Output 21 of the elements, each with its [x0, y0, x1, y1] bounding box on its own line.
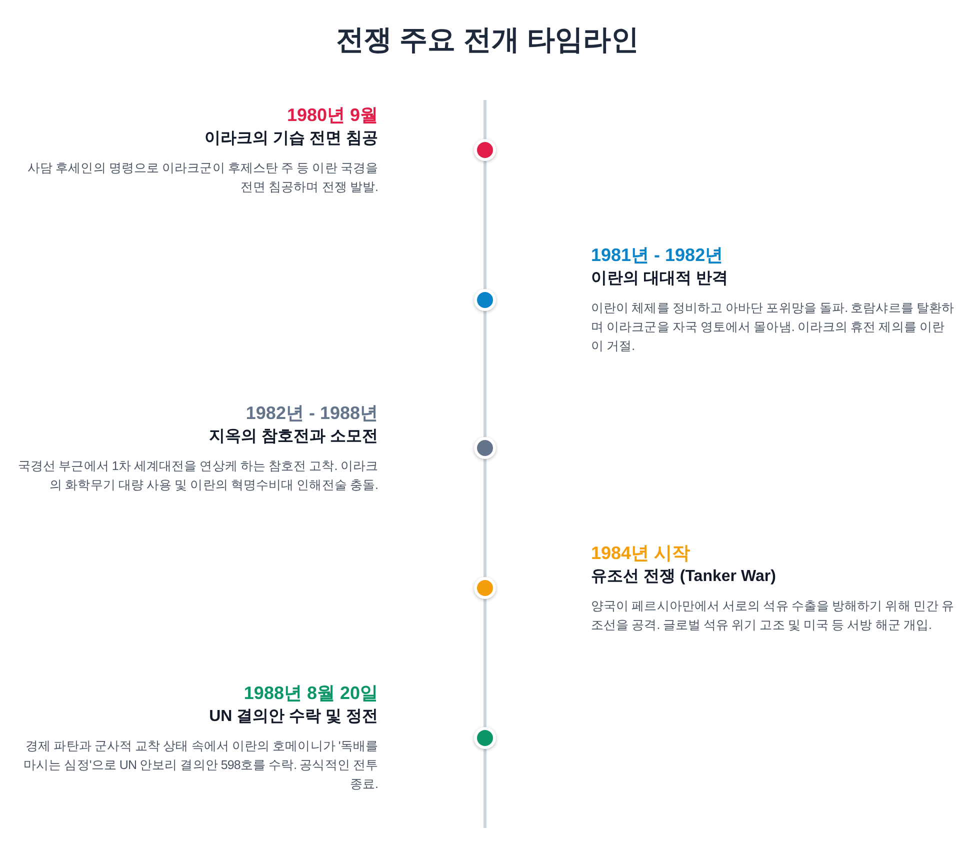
event-title: UN 결의안 수락 및 정전: [208, 707, 378, 727]
event-date: 1982년 - 1988년: [244, 402, 378, 425]
timeline-dot: [474, 437, 496, 459]
page-title: 전쟁 주요 전개 타임라인: [336, 24, 640, 55]
timeline-dot: [474, 577, 496, 599]
event-description: 사담 후세인의 명령으로 이라크군이 후제스탄 주 등 이란 국경을 전면 침공하며 전쟁 발발.: [26, 160, 378, 196]
timeline-dot: [474, 726, 496, 748]
event-title: 이라크의 기습 전면 침공: [204, 129, 378, 149]
timeline-dot: [474, 139, 496, 161]
event-title: 이란의 대대적 반격: [591, 269, 729, 289]
timeline-dot: [474, 288, 496, 310]
event-description: 경제 파탄과 군사적 교착 상태 속에서 이란의 호메이니가 '독배를 마시는 심정'으로 UN 안보리 결의안 598호를 수락. 공식적인 전투 종료.: [22, 738, 378, 793]
event-description: 양국이 페르시아만에서 서로의 석유 수출을 방해하기 위해 민간 유조선을 공격. 글로벌 석유 위기 고조 및 미국 등 서방 해군 개입.: [591, 598, 955, 634]
event-date: 1981년 - 1982년: [591, 244, 724, 267]
event-date: 1980년 9월: [286, 104, 378, 127]
event-description: 이란이 체제를 정비하고 아바단 포위망을 돌파. 호람샤르를 탈환하며 이라크군을 자국 영토에서 몰아냄. 이라크의 휴전 제의를 이란이 거절.: [591, 300, 955, 355]
event-description: 국경선 부근에서 1차 세계대전을 연상케 하는 참호전 고착. 이라크의 화학무기 대량 사용 및 이란의 혁명수비대 인해전술 충돌.: [16, 458, 378, 494]
event-date: 1988년 8월 20일: [242, 682, 378, 705]
event-title: 유조선 전쟁 (Tanker War): [591, 567, 777, 587]
event-title: 지옥의 참호전과 소모전: [208, 427, 378, 447]
event-date: 1984년 시작: [591, 542, 692, 565]
